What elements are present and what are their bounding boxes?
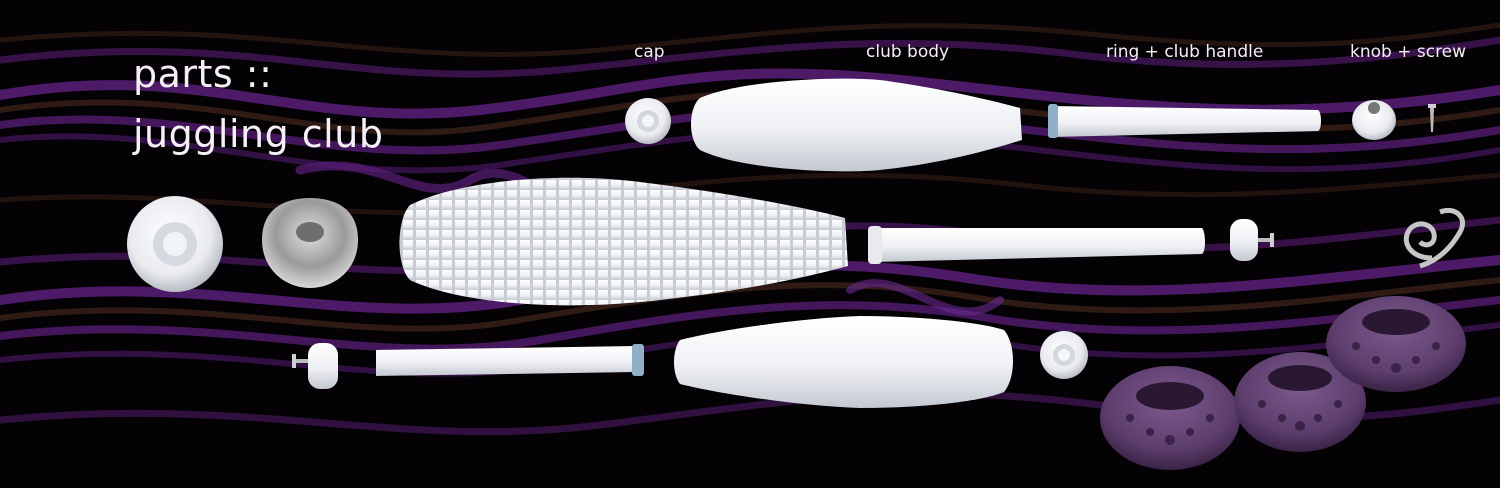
screw-top [1428,104,1436,132]
cap-small-bottom [1040,331,1088,379]
club-body-top [691,78,1022,172]
knob-bottom [292,343,338,389]
label-cap: cap [634,42,665,62]
purple-ring-1 [1100,366,1240,470]
knob-middle [1230,219,1274,261]
club-handle-middle [868,226,1205,264]
club-handle-top [1048,104,1321,138]
club-handle-bottom [376,344,644,376]
knob-top [1352,100,1396,140]
cap-small-top [625,98,671,144]
label-knob-screw: knob + screw [1350,42,1467,62]
cap-large [127,196,223,292]
purple-ring-3 [1326,296,1466,392]
label-club-body: club body [866,42,950,62]
title-line-1: parts :: [133,52,273,96]
label-ring-club-handle: ring + club handle [1106,42,1264,62]
spiral-ring-icon [1403,208,1465,269]
purple-ring-2 [1234,352,1366,452]
club-body-ribbed [399,177,848,306]
silver-insert [262,198,358,288]
title-line-2: juggling club [133,112,384,156]
club-body-bottom [674,316,1013,408]
